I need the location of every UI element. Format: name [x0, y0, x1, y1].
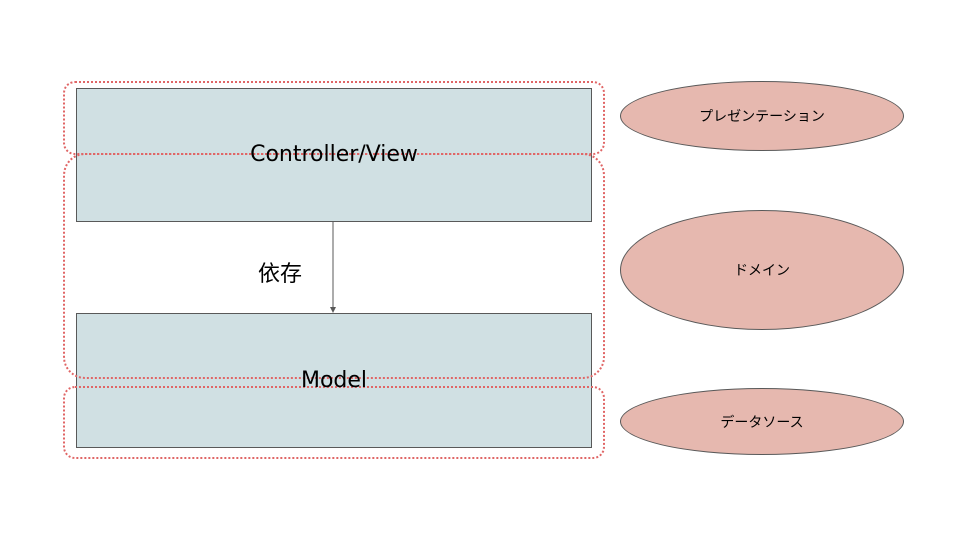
controller-view-box	[76, 88, 592, 222]
domain-layer-label: ドメイン	[734, 263, 790, 279]
datasource-layer-boundary	[63, 386, 605, 459]
controller-view-label: Controller/View	[250, 142, 418, 167]
presentation-layer-ellipse: プレゼンテーション	[620, 81, 904, 151]
domain-layer-boundary	[63, 153, 605, 379]
datasource-layer-label: データソース	[720, 414, 804, 431]
model-box	[76, 313, 592, 448]
domain-layer-ellipse: ドメイン	[620, 210, 904, 330]
datasource-layer-ellipse: データソース	[620, 388, 904, 455]
presentation-layer-label: プレゼンテーション	[699, 109, 825, 125]
model-label: Model	[300, 368, 368, 393]
dependency-label: 依存	[258, 262, 303, 287]
